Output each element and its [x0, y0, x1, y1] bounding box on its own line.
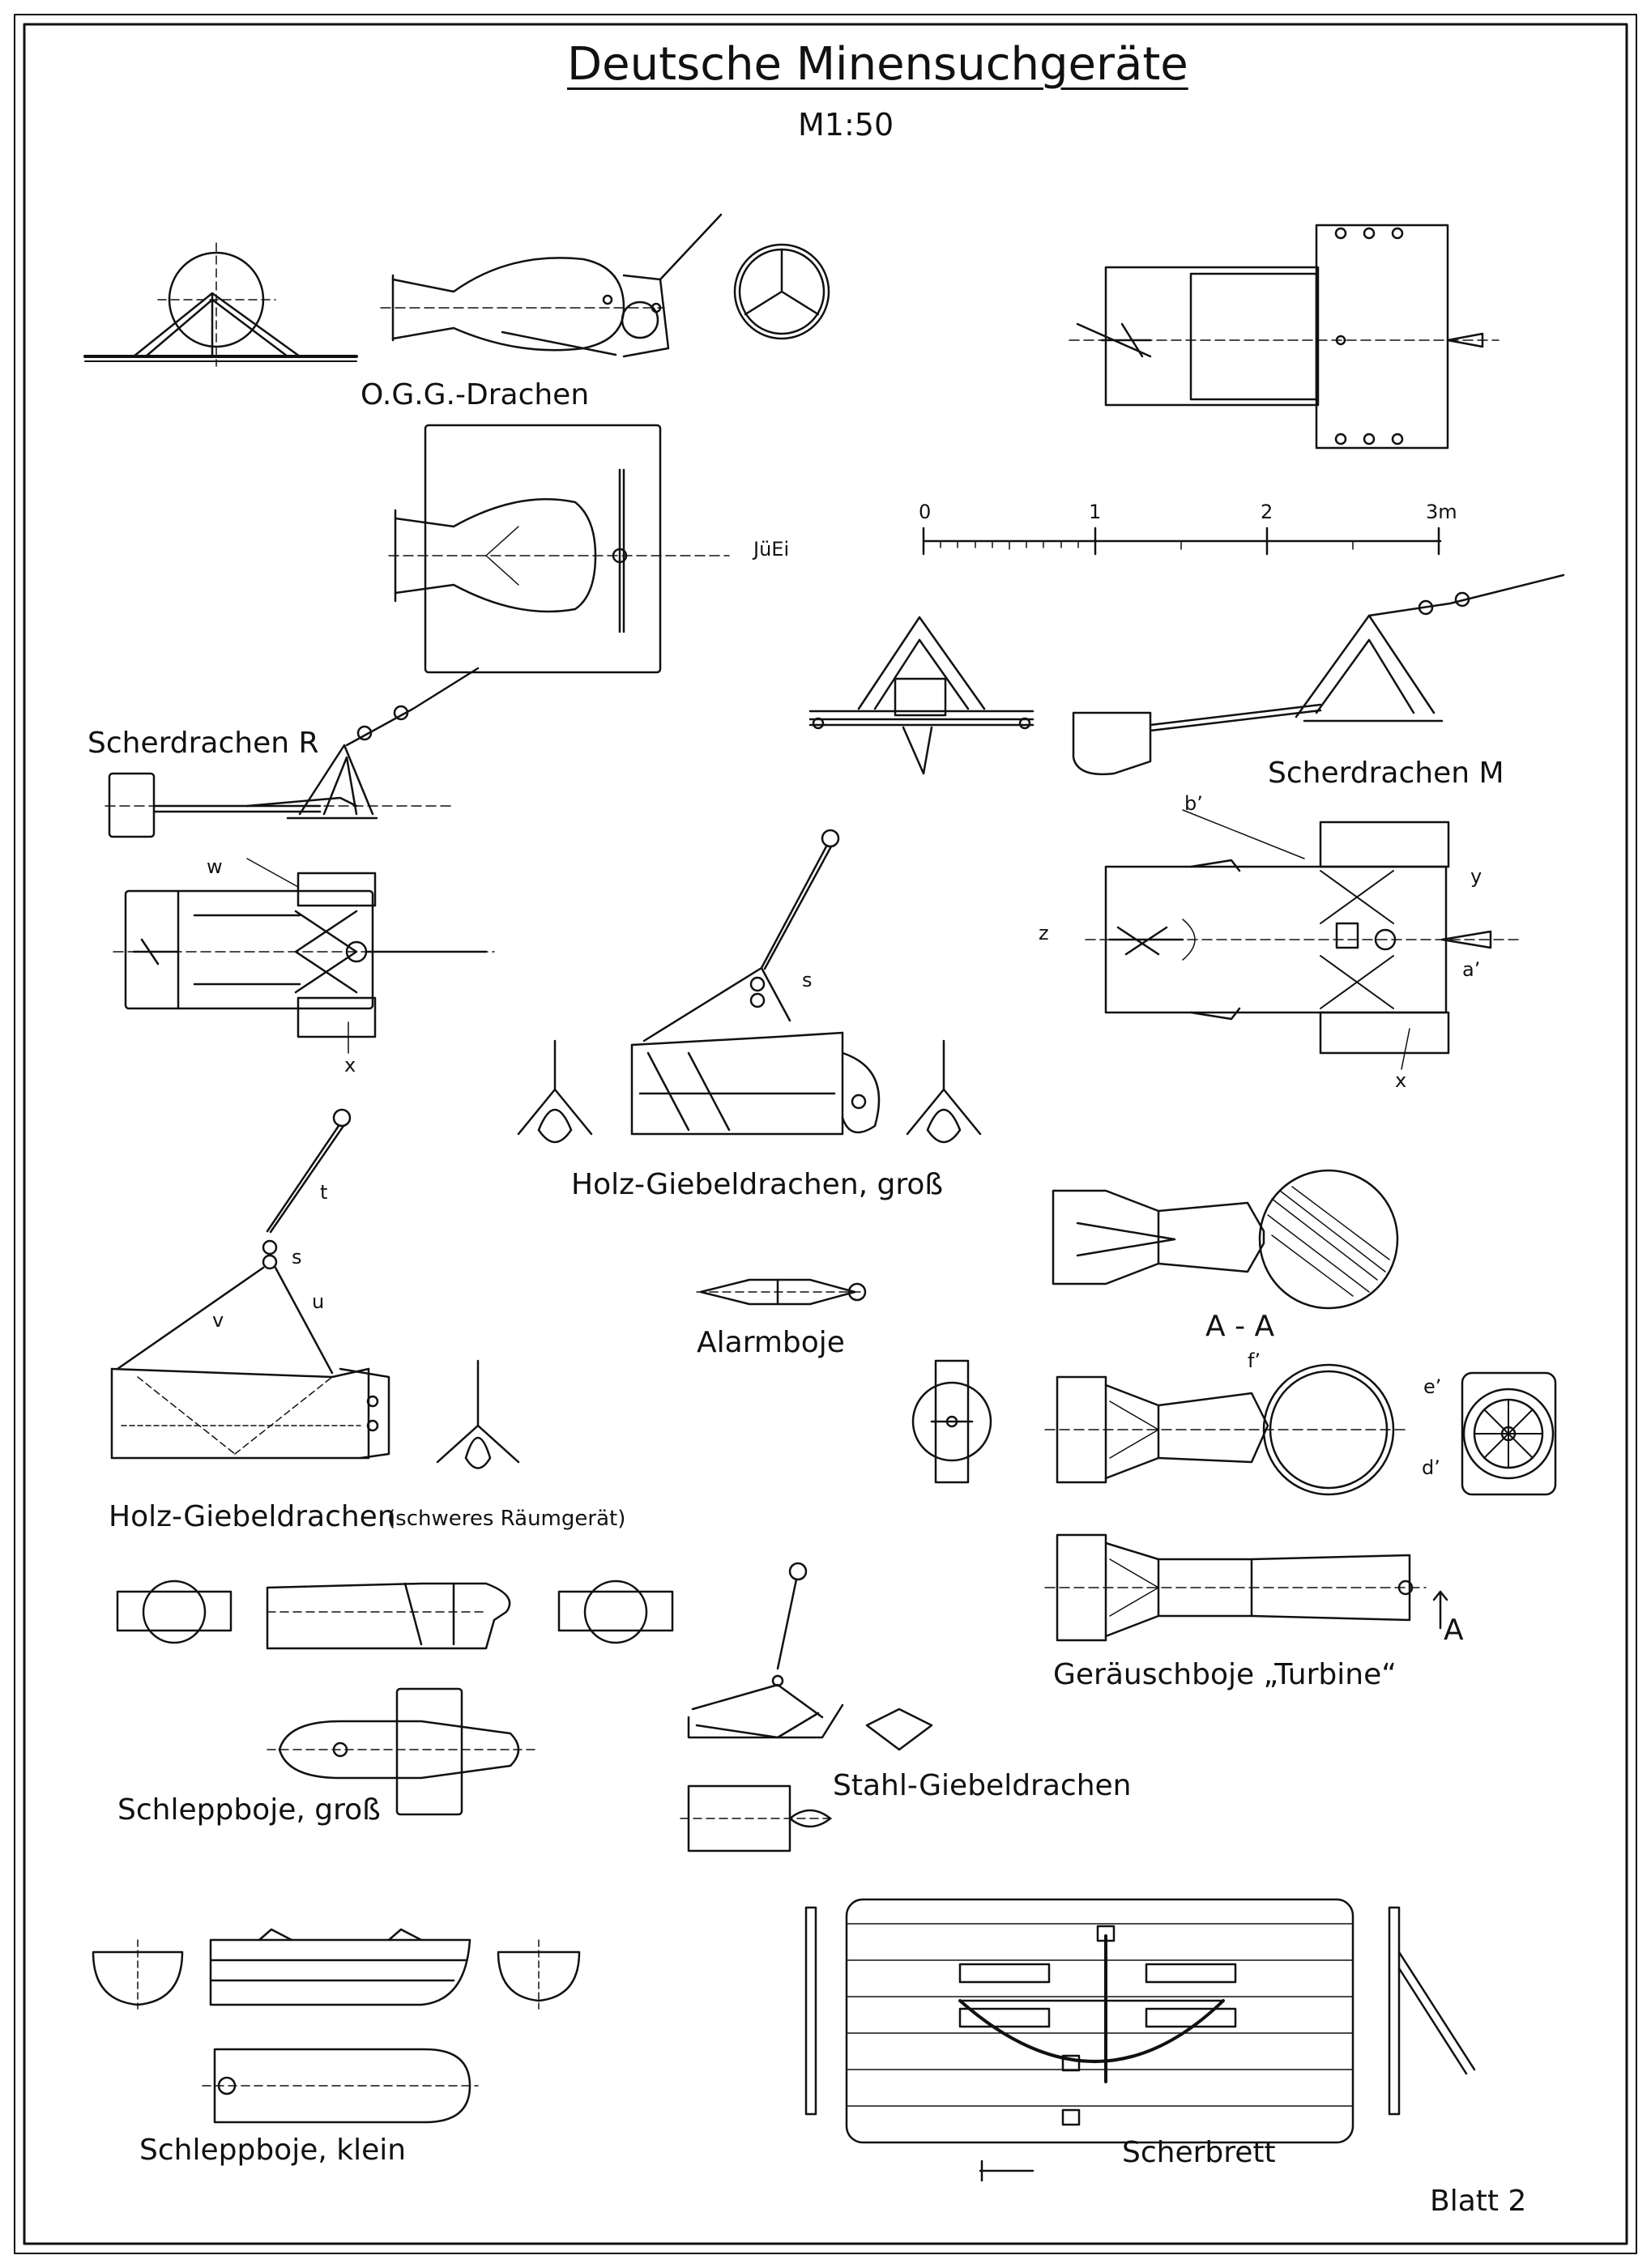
caption-holz-giebeldrachen-schwer-note: (schweres Räumgerät): [387, 1507, 626, 1531]
schleppboje-gross-end-view-left: [116, 1580, 233, 1644]
scherdrachen-r-plan-view: [113, 858, 495, 1054]
scherbrett-side-view-right: [1388, 1906, 1476, 2116]
caption-section-aa: A - A: [1205, 1310, 1275, 1343]
caption-alarmboje: Alarmboje: [697, 1326, 845, 1359]
stahl-giebeldrachen-plan-view: [680, 1784, 835, 1852]
schleppboje-klein-end-view-right: [497, 1939, 581, 2010]
drafter-initials: JüEi: [753, 538, 790, 561]
scale-tick-0: 0: [919, 501, 932, 523]
holz-giebeldrachen-schwer-end-view: [436, 1359, 520, 1469]
geraeuschboje-end-view: [1461, 1371, 1557, 1496]
geraeuschboje-section-aa: [1052, 1169, 1399, 1310]
scale-tick-3: 3m: [1426, 501, 1457, 523]
caption-schleppboje-klein: Schleppboje, klein: [139, 2134, 407, 2167]
caption-holz-giebeldrachen-gross: Holz-Giebeldrachen, groß: [571, 1168, 944, 1201]
alarmboje: [696, 1278, 867, 1306]
sheet-frame: [14, 14, 1637, 2254]
ogg-drachen-top-view: [388, 424, 730, 674]
page-title: Deutsche Minensuchgeräte: [567, 38, 1188, 91]
ogg-drachen-rear-view: [733, 243, 830, 340]
schleppboje-klein-side-view: [209, 1928, 471, 2006]
caption-scherdrachen-m: Scherdrachen M: [1268, 757, 1504, 790]
detail-letter-u: u: [312, 1290, 325, 1313]
scherdrachen-m-side-view: [1072, 573, 1565, 775]
caption-holz-giebeldrachen-schwer: Holz-Giebeldrachen: [109, 1500, 396, 1533]
detail-letter-a: a’: [1462, 958, 1481, 981]
drawing-scale: M1:50: [798, 107, 894, 143]
holz-giebeldrachen-gross: [630, 829, 881, 1136]
caption-ogg-drachen: O.G.G.-Drachen: [360, 378, 590, 411]
detail-letter-w: w: [207, 855, 223, 878]
ogg-drachen-front-view: [83, 242, 358, 367]
scherdrachen-r-side-view: [105, 667, 480, 838]
detail-letter-e: e’: [1423, 1375, 1442, 1398]
section-mark-a: A: [1444, 1614, 1464, 1647]
scherdrachen-m-plan-view: [1085, 809, 1524, 1070]
geraeuschboje-lower-view: [1044, 1533, 1448, 1642]
stahl-giebeldrachen-end-view: [865, 1707, 933, 1751]
detail-letter-v: v: [212, 1309, 224, 1332]
schleppboje-klein-end-view-left: [92, 1939, 184, 2010]
detail-letter-b: b’: [1184, 792, 1203, 815]
schleppboje-gross-plan-view: [267, 1687, 535, 1816]
holz-giebeldrachen-gross-end-view-left: [517, 1039, 593, 1144]
detail-letter-d: d’: [1422, 1456, 1440, 1479]
schleppboje-gross-side-view: [266, 1582, 511, 1650]
schleppboje-gross-end-view-right: [557, 1580, 674, 1644]
geraeuschboje-side-view: [1044, 1363, 1410, 1496]
detail-letter-s-schwer: s: [292, 1246, 302, 1268]
scherdrachen-m-front-view: [808, 616, 1035, 775]
scale-bar: [922, 526, 1442, 556]
scherbrett-side-view-left: [804, 1906, 817, 2116]
detail-letter-z: z: [1039, 922, 1049, 944]
sheet-number: Blatt 2: [1430, 2185, 1527, 2218]
scherbrett-front-view: [845, 1898, 1355, 2182]
caption-scherdrachen-r: Scherdrachen R: [87, 727, 319, 760]
top-right-device-plan-view: [1069, 224, 1500, 450]
detail-letter-y: y: [1470, 865, 1482, 888]
stahl-giebeldrachen-side-view: [687, 1562, 844, 1739]
schleppboje-klein-plan-view: [202, 2048, 479, 2124]
caption-schleppboje-gross: Schleppboje, groß: [117, 1793, 381, 1827]
caption-geraeuschboje: Geräuschboje „Turbine“: [1053, 1658, 1397, 1691]
scale-tick-2: 2: [1261, 501, 1273, 523]
ogg-drachen-side-view: [380, 213, 723, 358]
caption-stahl-giebeldrachen: Stahl-Giebeldrachen: [833, 1769, 1132, 1802]
detail-letter-x-m: x: [1395, 1069, 1407, 1092]
detail-letter-x-r: x: [344, 1054, 356, 1076]
detail-letter-s-gross: s: [802, 969, 813, 991]
detail-letter-t: t: [320, 1181, 328, 1204]
holz-giebeldrachen-schwer: [110, 1108, 390, 1460]
detail-letter-f: f’: [1248, 1349, 1261, 1372]
holz-giebeldrachen-gross-end-view-right: [906, 1039, 982, 1144]
scale-tick-1: 1: [1089, 501, 1102, 523]
caption-scherbrett: Scherbrett: [1122, 2136, 1276, 2169]
geraeuschboje-front-view: [911, 1359, 992, 1484]
